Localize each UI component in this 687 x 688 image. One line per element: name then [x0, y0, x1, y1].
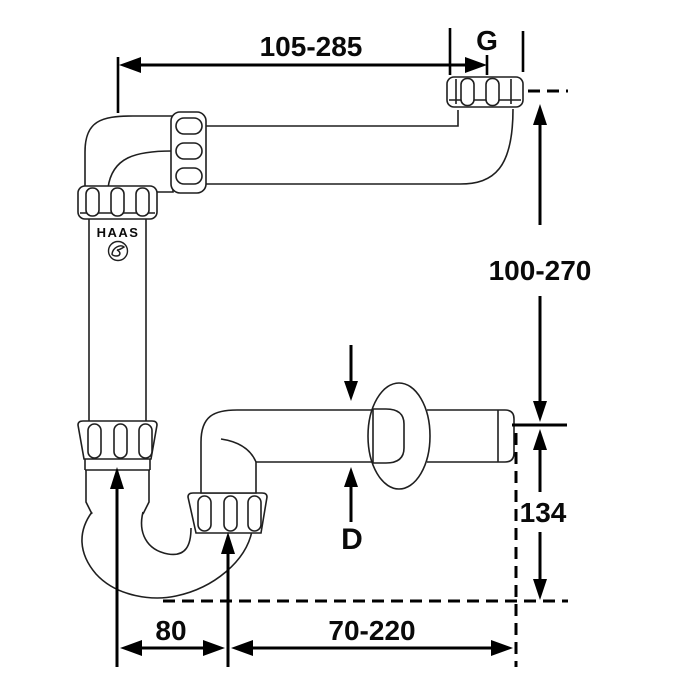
vertical-inlet-pipe	[88, 219, 147, 421]
dim-bottom-left-label: 80	[155, 615, 186, 646]
dim-top-label: 105-285	[260, 31, 363, 62]
diameter-callout-d: D	[341, 345, 363, 556]
outlet-elbow	[200, 409, 374, 494]
haas-logo: HAAS	[97, 225, 140, 262]
dim-134: 134	[520, 429, 567, 600]
top-horizontal-pipe	[205, 108, 514, 185]
leader-arrow-mid	[221, 532, 235, 667]
bird-logo-icon	[107, 240, 129, 262]
union-nut-upper-left	[77, 185, 158, 220]
dim-70-220: 70-220	[231, 615, 513, 656]
union-nut-mid-left	[77, 420, 158, 460]
outlet-diameter-label: D	[341, 523, 363, 556]
dim-100-270: 100-270	[489, 104, 592, 427]
union-nut-lower-right	[187, 492, 268, 534]
thread-dimension-g: G	[448, 25, 525, 75]
leader-arrow-left	[110, 467, 124, 667]
top-left-elbow	[84, 115, 174, 193]
dim-right-lower-label: 134	[520, 497, 567, 528]
wall-flange	[367, 382, 431, 490]
union-nut-elbow	[170, 111, 207, 194]
dim-80: 80	[120, 615, 225, 656]
dim-right-upper-label: 100-270	[489, 255, 592, 286]
u-trap-bend	[81, 511, 253, 599]
dim-bottom-right-label: 70-220	[328, 615, 415, 646]
dim-105-285: 105-285	[116, 31, 487, 113]
thread-label: G	[476, 25, 498, 56]
brand-name: HAAS	[97, 225, 140, 240]
wall-pipe	[427, 409, 515, 463]
bird-glyph	[111, 245, 126, 257]
union-nut-top-right	[446, 76, 524, 108]
pipe-assembly: HAAS	[77, 76, 524, 599]
